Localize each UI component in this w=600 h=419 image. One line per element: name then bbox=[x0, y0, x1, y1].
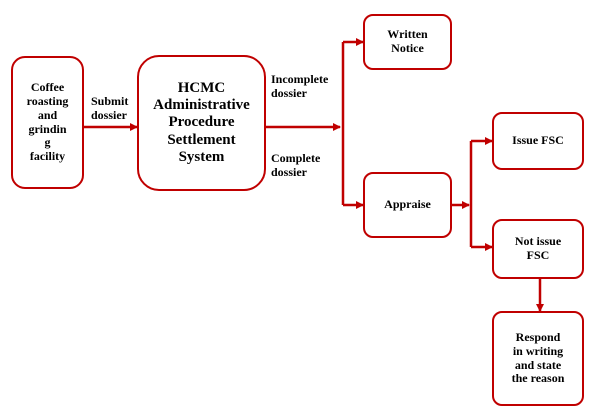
node-written-notice: Written Notice bbox=[363, 14, 452, 70]
label-complete-dossier: Complete dossier bbox=[271, 151, 321, 179]
node-not-issue-fsc: Not issue FSC bbox=[492, 219, 584, 279]
node-facility: Coffee roasting and grindin g facility bbox=[11, 56, 84, 189]
node-respond: Respond in writing and state the reason bbox=[492, 311, 584, 406]
node-system: HCMC Administrative Procedure Settlement… bbox=[137, 55, 266, 191]
label-incomplete-dossier: Incomplete dossier bbox=[271, 72, 329, 100]
node-issue-fsc: Issue FSC bbox=[492, 112, 584, 170]
node-appraise: Appraise bbox=[363, 172, 452, 238]
label-submit-dossier: Submit dossier bbox=[91, 94, 129, 122]
